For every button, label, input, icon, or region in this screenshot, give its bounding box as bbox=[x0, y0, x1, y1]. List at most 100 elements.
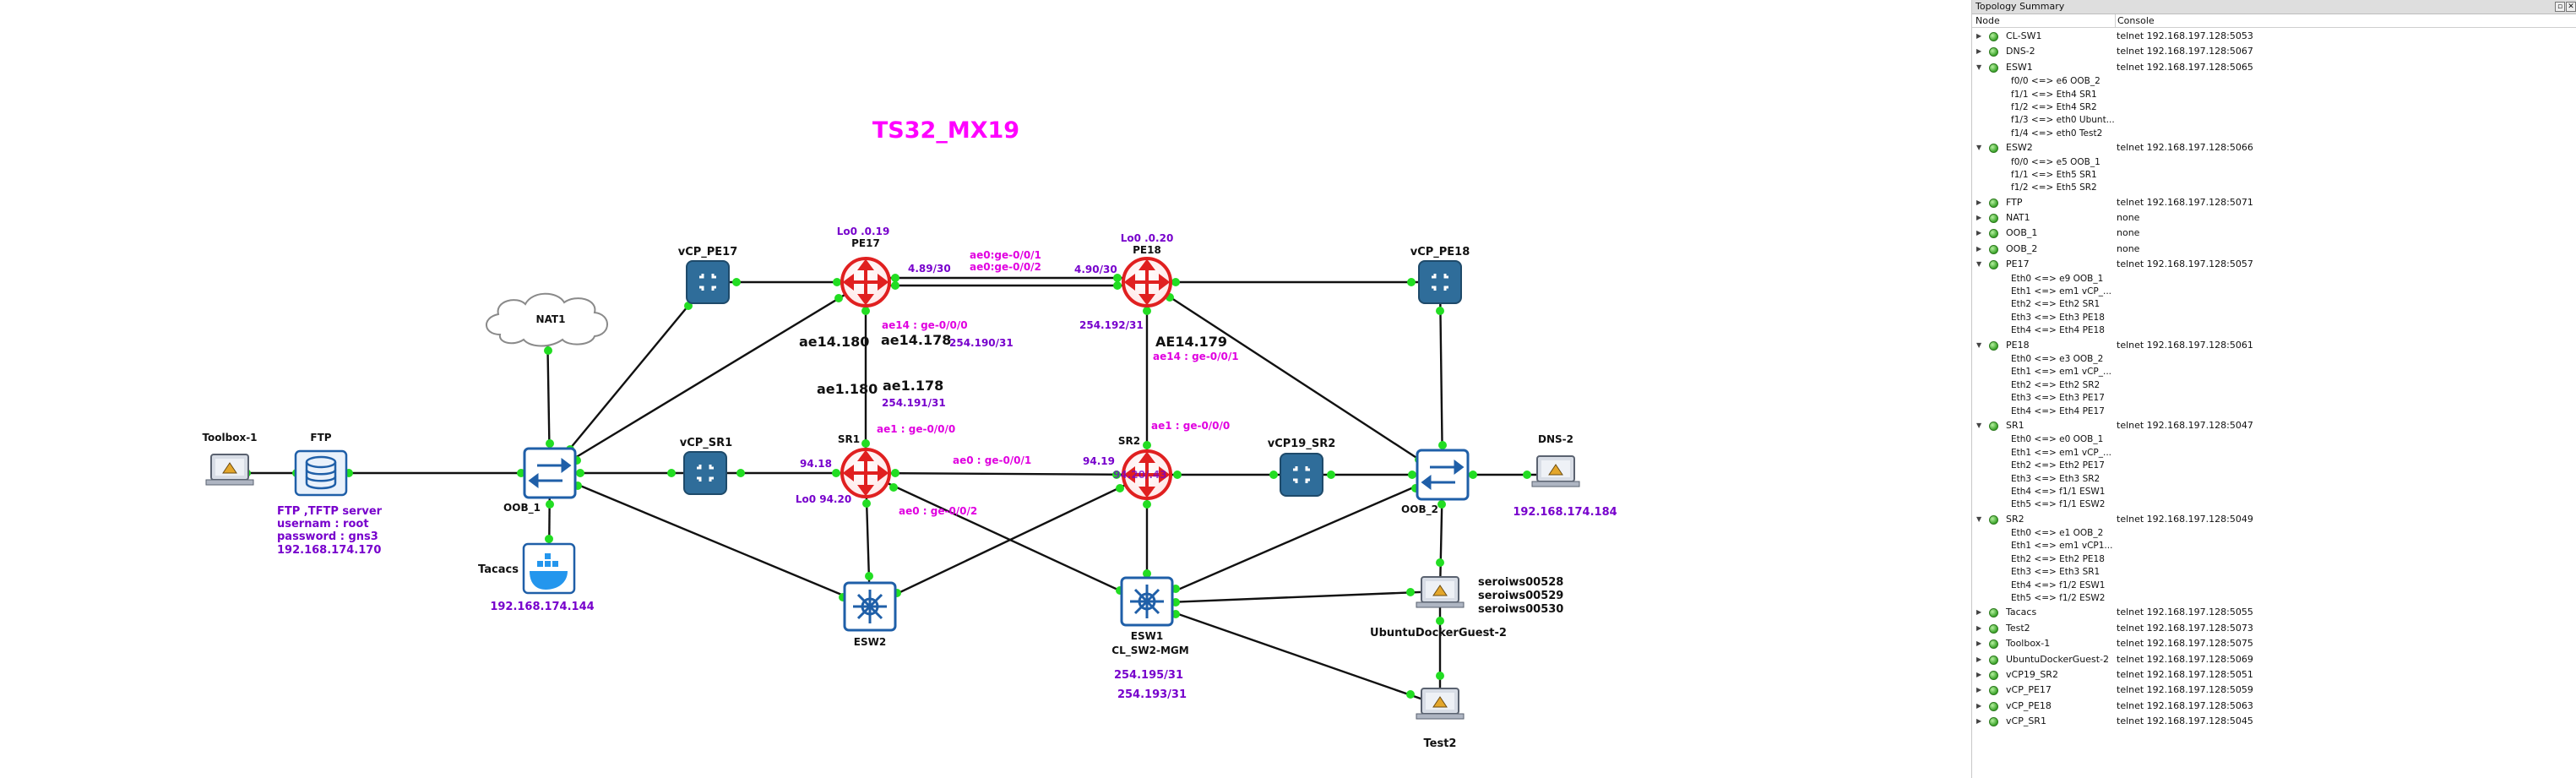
tree-link-row[interactable]: Eth3 <=> Eth3 PE18 bbox=[1972, 312, 2576, 324]
tree-link-row[interactable]: f1/1 <=> Eth5 SR1 bbox=[1972, 169, 2576, 182]
vcp-pe17-node[interactable]: vCP_PE17 bbox=[678, 246, 738, 304]
dns2-node[interactable]: DNS-2 192.168.174.184 bbox=[1513, 433, 1617, 519]
tree-link-row[interactable]: Eth1 <=> em1 vCP_... bbox=[1972, 447, 2576, 460]
pe17-node[interactable]: PE17 Lo0 .0.19 bbox=[837, 226, 891, 307]
test2-node[interactable]: Test2 bbox=[1416, 688, 1465, 750]
sr2-node[interactable]: SR2 bbox=[1118, 435, 1172, 500]
ftp-node[interactable]: FTP FTP ,TFTP server usernam : root pass… bbox=[277, 432, 383, 557]
expand-arrow-icon[interactable]: ▶ bbox=[1976, 608, 1982, 617]
toolbox1-node[interactable]: Toolbox-1 bbox=[202, 432, 258, 486]
tree-link-row[interactable]: f1/4 <=> eth0 Test2 bbox=[1972, 128, 2576, 140]
tree-link-row[interactable]: f0/0 <=> e6 OOB_2 bbox=[1972, 75, 2576, 88]
sr1-node[interactable]: SR1 Lo0 94.20 bbox=[796, 433, 891, 505]
collapse-arrow-icon[interactable]: ▼ bbox=[1976, 514, 1982, 523]
link-oob1-esw2[interactable] bbox=[549, 471, 871, 608]
tree-link-row[interactable]: Eth2 <=> Eth2 SR1 bbox=[1972, 298, 2576, 311]
expand-arrow-icon[interactable]: ▶ bbox=[1976, 623, 1982, 632]
tree-link-row[interactable]: Eth3 <=> Eth3 SR1 bbox=[1972, 566, 2576, 579]
expand-arrow-icon[interactable]: ▶ bbox=[1976, 639, 1982, 648]
link-vcppe17-oob1[interactable] bbox=[549, 281, 709, 474]
link-esw1-test2[interactable] bbox=[1146, 601, 1441, 707]
vcp-sr1-node[interactable]: vCP_SR1 bbox=[680, 437, 732, 495]
expand-arrow-icon[interactable]: ▶ bbox=[1976, 32, 1982, 40]
expand-arrow-icon[interactable]: ▶ bbox=[1976, 717, 1982, 726]
tree-link-row[interactable]: Eth2 <=> Eth2 SR2 bbox=[1972, 379, 2576, 392]
expand-arrow-icon[interactable]: ▶ bbox=[1976, 686, 1982, 694]
tree-link-row[interactable]: Eth0 <=> e9 OOB_1 bbox=[1972, 273, 2576, 286]
tree-link-row[interactable]: f0/0 <=> e5 OOB_1 bbox=[1972, 156, 2576, 169]
column-console[interactable]: Console bbox=[2115, 14, 2155, 27]
topology-canvas[interactable]: TS32_MX19 NAT1 Toolbox-1 FTP FTP ,TFTP s… bbox=[0, 0, 1966, 778]
close-icon[interactable]: ✕ bbox=[2566, 2, 2576, 12]
pe18-node[interactable]: PE18 Lo0 .0.20 bbox=[1121, 232, 1174, 307]
collapse-arrow-icon[interactable]: ▼ bbox=[1976, 260, 1982, 269]
tree-link-row[interactable]: f1/2 <=> Eth5 SR2 bbox=[1972, 182, 2576, 194]
collapse-arrow-icon[interactable]: ▼ bbox=[1976, 144, 1982, 152]
tree-link-row[interactable]: f1/2 <=> Eth4 SR2 bbox=[1972, 101, 2576, 114]
ubuntu-node[interactable]: UbuntuDockerGuest-2 seroiws00528 seroiws… bbox=[1370, 576, 1563, 639]
expand-arrow-icon[interactable]: ▶ bbox=[1976, 47, 1982, 56]
vcp-pe18-node[interactable]: vCP_PE18 bbox=[1410, 246, 1470, 304]
link-sr1-sr2[interactable] bbox=[865, 471, 1148, 476]
float-icon[interactable]: ▫ bbox=[2555, 2, 2565, 12]
tree-link-row[interactable]: Eth4 <=> f1/1 ESW1 bbox=[1972, 486, 2576, 498]
tree-link-row[interactable]: Eth2 <=> Eth2 PE18 bbox=[1972, 553, 2576, 566]
link-pe18-oob2[interactable] bbox=[1146, 280, 1443, 476]
nat1-node[interactable]: NAT1 bbox=[486, 292, 608, 347]
vcp19-sr2-node[interactable]: vCP19_SR2 bbox=[1268, 438, 1336, 497]
expand-arrow-icon[interactable]: ▶ bbox=[1976, 214, 1982, 222]
link-esw1-ubuntu[interactable] bbox=[1146, 590, 1441, 605]
tree-link-row[interactable]: Eth2 <=> Eth2 PE17 bbox=[1972, 460, 2576, 472]
collapse-arrow-icon[interactable]: ▼ bbox=[1976, 340, 1982, 349]
expand-arrow-icon[interactable]: ▶ bbox=[1976, 655, 1982, 663]
tree-link-row[interactable]: Eth5 <=> f1/2 ESW2 bbox=[1972, 592, 2576, 605]
tree-link-row[interactable]: Eth4 <=> Eth4 PE18 bbox=[1972, 324, 2576, 337]
tree-link-row[interactable]: Eth1 <=> em1 vCP_... bbox=[1972, 366, 2576, 378]
link-sr1-esw1[interactable] bbox=[865, 471, 1148, 605]
link-oob2-esw1[interactable] bbox=[1146, 473, 1443, 605]
tree-link-row[interactable]: Eth0 <=> e3 OOB_2 bbox=[1972, 353, 2576, 366]
tacacs-node[interactable]: Tacacs 192.168.174.144 bbox=[478, 542, 595, 613]
expand-arrow-icon[interactable]: ▶ bbox=[1976, 670, 1982, 678]
expand-arrow-icon[interactable]: ▶ bbox=[1976, 198, 1982, 206]
column-node[interactable]: Node bbox=[1975, 15, 2000, 26]
oob2-node[interactable]: OOB_2 bbox=[1401, 449, 1470, 516]
tree-link-row[interactable]: f1/1 <=> Eth4 SR1 bbox=[1972, 89, 2576, 101]
tree-link-row[interactable]: Eth0 <=> e0 OOB_1 bbox=[1972, 433, 2576, 446]
tree-link-row[interactable]: Eth4 <=> f1/2 ESW1 bbox=[1972, 579, 2576, 592]
esw2-node[interactable]: ESW2 bbox=[843, 581, 897, 648]
tree-link-row[interactable]: Eth0 <=> e1 OOB_2 bbox=[1972, 527, 2576, 540]
tree-link-row[interactable]: Eth1 <=> em1 vCP1... bbox=[1972, 540, 2576, 552]
collapse-arrow-icon[interactable]: ▼ bbox=[1976, 63, 1982, 71]
tree-link-row[interactable]: f1/3 <=> eth0 Ubunt... bbox=[1972, 114, 2576, 127]
link-pe17-oob1[interactable] bbox=[549, 280, 867, 475]
link-sr2-esw2[interactable] bbox=[869, 473, 1148, 608]
expand-arrow-icon[interactable]: ▶ bbox=[1976, 701, 1982, 710]
collapse-arrow-icon[interactable]: ▼ bbox=[1976, 421, 1982, 429]
tree-link-row[interactable]: Eth5 <=> f1/1 ESW2 bbox=[1972, 498, 2576, 511]
tree-link-row[interactable]: Eth4 <=> Eth4 PE17 bbox=[1972, 405, 2576, 418]
oob1-node[interactable]: OOB_1 bbox=[503, 447, 577, 514]
tree-link-row[interactable]: Eth3 <=> Eth3 SR2 bbox=[1972, 473, 2576, 486]
tree-link-row[interactable]: Eth3 <=> Eth3 PE17 bbox=[1972, 392, 2576, 405]
tree-link-row[interactable]: Eth1 <=> em1 vCP_... bbox=[1972, 286, 2576, 298]
